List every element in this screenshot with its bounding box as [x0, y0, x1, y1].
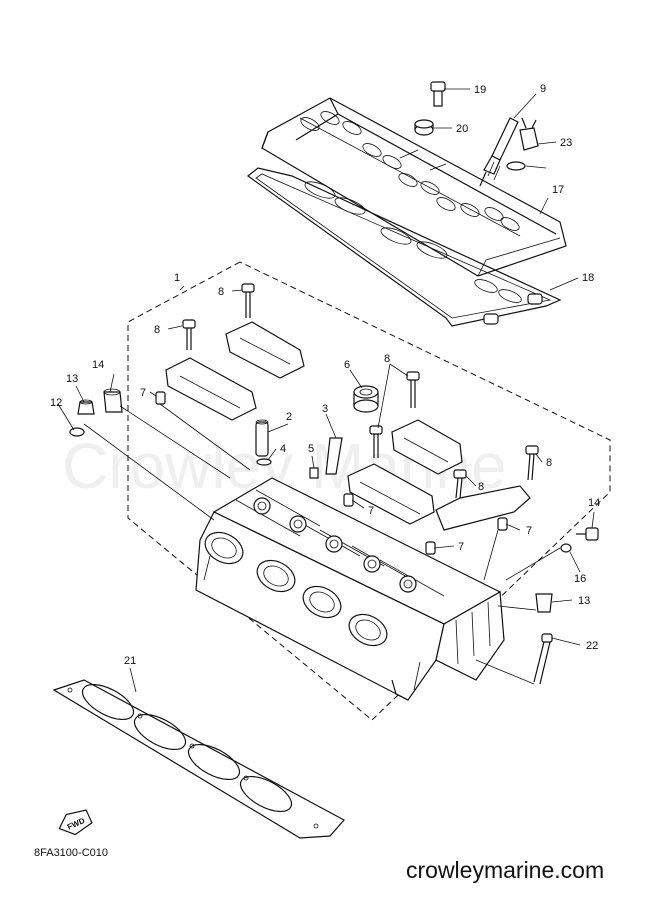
callout-8-top: 8: [218, 286, 224, 298]
callout-8-lower: 8: [478, 481, 484, 493]
callout-19: 20: [456, 123, 468, 135]
callout-13: 13: [578, 595, 590, 607]
breather-fitting-22: [519, 117, 539, 151]
callout-7d: 7: [526, 525, 532, 537]
callout-5: 5: [308, 443, 314, 455]
bolt-8-right: [453, 445, 539, 499]
callout-7a: 7: [140, 387, 146, 399]
cam-cap-right: [391, 419, 463, 475]
spark-plug-9: [479, 117, 519, 187]
grommet-19: [414, 119, 434, 136]
cover-gasket: [247, 167, 562, 327]
stud-21: [533, 633, 553, 685]
head-gasket-20: [52, 679, 345, 839]
leader-lines: [57, 88, 595, 693]
cylinder-head: [195, 477, 505, 701]
valve-shim-4: [256, 458, 272, 466]
fwd-arrow-icon: FWD: [58, 809, 93, 836]
valve-guide-3: [325, 437, 343, 475]
valve-lifter-2: [255, 419, 269, 457]
callout-8-left: 8: [154, 324, 160, 336]
bolt-18: [430, 81, 446, 107]
bolt-8-left: [182, 319, 196, 350]
callout-17: 18: [582, 272, 594, 284]
callout-1: 1: [174, 272, 180, 284]
callout-11: 13: [66, 373, 78, 385]
callout-7c: 7: [458, 541, 464, 553]
cam-cap-left: [165, 357, 257, 421]
callout-6: 6: [344, 359, 350, 371]
assembly-boundary: [127, 261, 611, 721]
bolt-14: [576, 527, 599, 541]
callout-4: 4: [280, 443, 286, 455]
washer-15: [560, 543, 572, 553]
website-link[interactable]: crowleymarine.com: [406, 857, 604, 883]
callout-8-center: 8: [384, 353, 390, 365]
callout-21: 22: [586, 640, 598, 652]
callout-16: 17: [552, 184, 564, 196]
o-ring-23: [506, 161, 526, 171]
callout-14: 14: [588, 497, 600, 509]
sleeve-12: [103, 388, 123, 413]
bolt-8-top: [241, 283, 255, 318]
cam-cap-mid: [347, 463, 435, 525]
callout-2: 2: [286, 411, 292, 423]
washer-10: [69, 427, 85, 437]
callout-22: 23: [560, 137, 572, 149]
cap-6: [353, 385, 379, 413]
callout-3: 3: [322, 403, 328, 415]
callout-7b: 7: [368, 505, 374, 517]
callout-12: 14: [92, 359, 104, 371]
bolt-8-center: [369, 371, 420, 458]
callout-10: 12: [50, 397, 62, 409]
valve-cover: [261, 97, 567, 277]
callout-15: 16: [574, 573, 586, 585]
cover-ports: [300, 111, 520, 231]
callout-9: 9: [540, 83, 546, 95]
callout-18: 19: [474, 84, 486, 96]
cam-cap-upper-left: [225, 321, 305, 379]
seal-5: [309, 467, 319, 479]
nut-11: [77, 399, 95, 415]
callout-8-right: 8: [546, 457, 552, 469]
plug-13: [535, 593, 553, 613]
callout-labels: 19 20 9 23 17 18 1 8 8 8 8 8 6 3 2 4 5 1…: [50, 83, 600, 667]
diagram-code: 8FA3100-C010: [34, 847, 108, 859]
callout-20: 21: [124, 655, 136, 667]
